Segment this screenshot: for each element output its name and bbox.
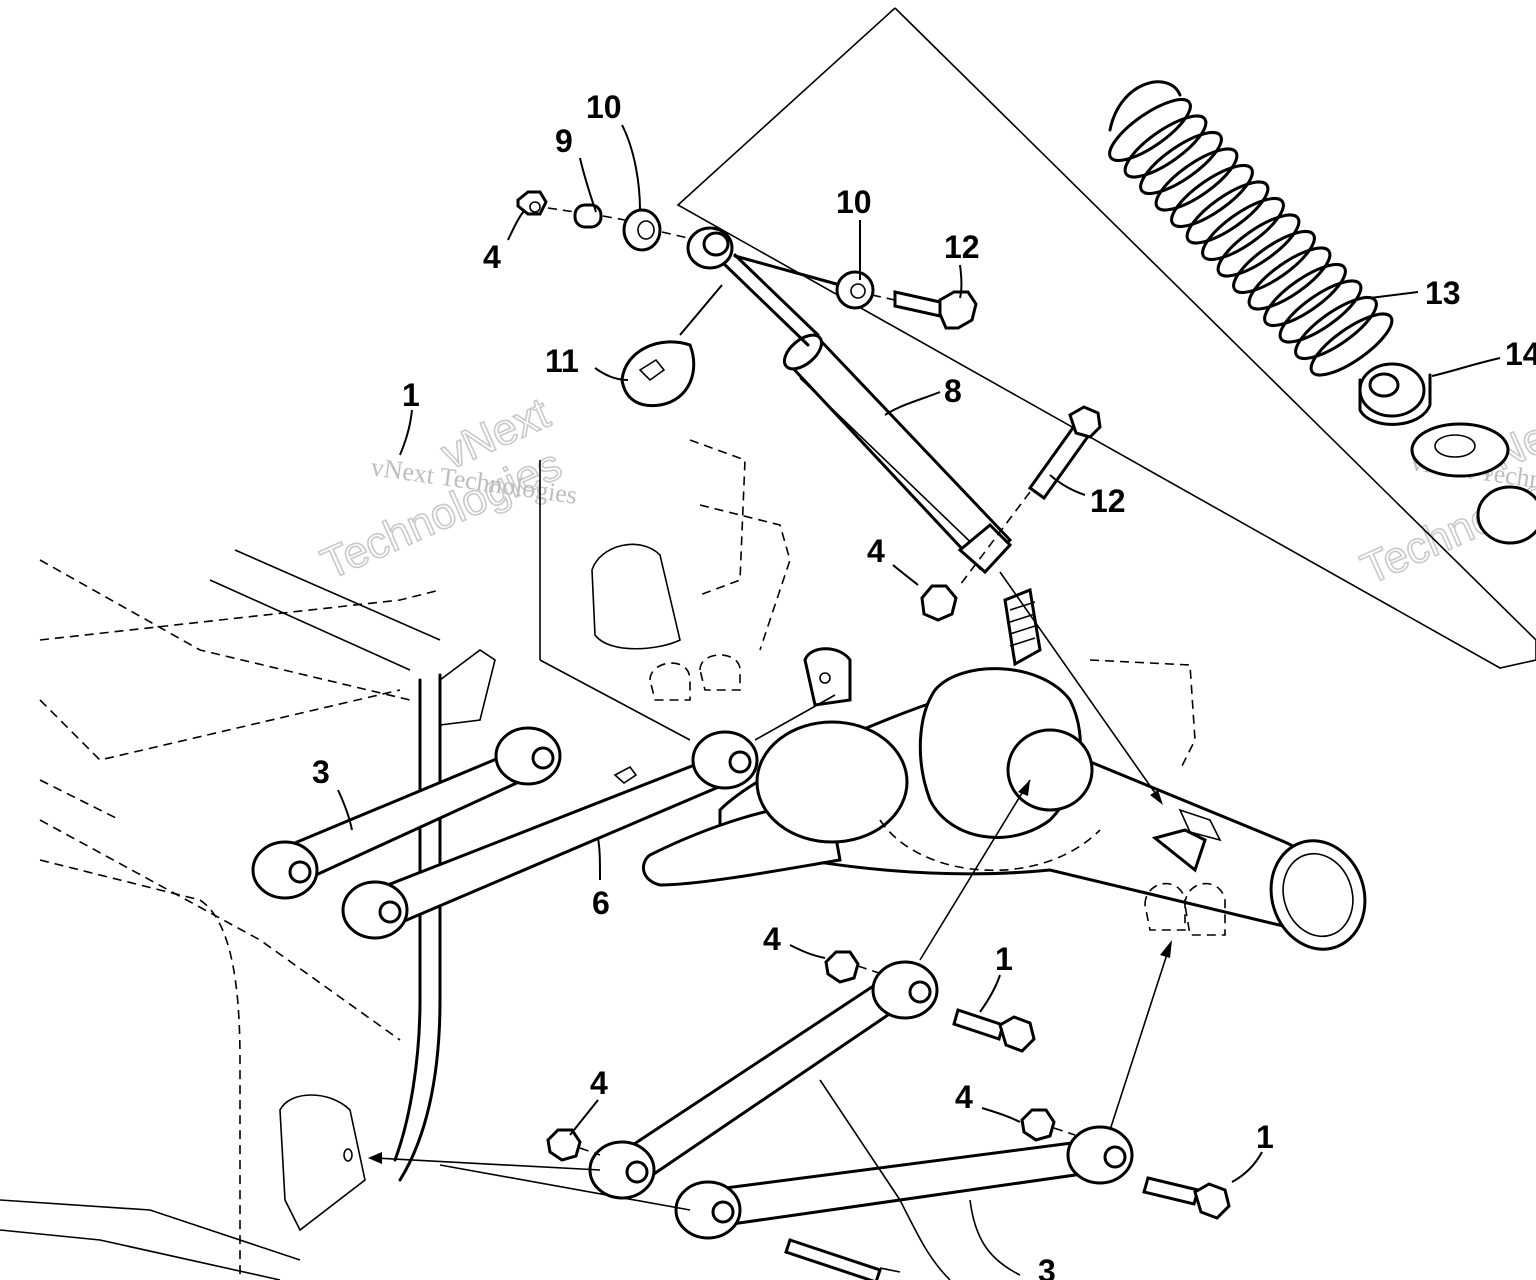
spring-coil [1108, 98, 1192, 162]
spring-coil [1170, 164, 1254, 228]
callout-10-bushing-left: 10 [586, 89, 622, 125]
callout-12-bolt-top: 12 [944, 229, 980, 265]
spring-coil [1294, 296, 1378, 360]
spring-coil [1309, 312, 1394, 377]
pivot-line-upper-2 [539, 659, 691, 741]
callout-4-nut-shock: 4 [867, 533, 885, 569]
callout-8-shock: 8 [944, 373, 962, 409]
callout-4-nut-mid: 4 [763, 921, 781, 957]
upper-link-6 [341, 730, 759, 940]
callout-9-sleeve: 9 [555, 123, 573, 159]
assembly-arrows [368, 571, 1172, 1280]
spring-coil [1139, 131, 1223, 195]
spring-coil [1185, 180, 1270, 245]
lower-link-front [588, 960, 939, 1200]
spring-coil [1232, 230, 1316, 294]
callout-4-nut-top: 4 [483, 239, 501, 275]
spring-coil [1263, 263, 1347, 327]
callout-3-lower-link: 3 [1038, 1253, 1056, 1280]
shock-mount-hardware [516, 190, 978, 408]
callout-12-bolt-lower: 12 [1090, 483, 1126, 519]
pivot-arrow-upper [754, 694, 836, 741]
spring-coil [1123, 114, 1208, 179]
spring-inset-frame [676, 7, 1536, 669]
callout-10-bushing-right: 10 [836, 184, 872, 220]
spring-coil [1216, 213, 1301, 278]
spring-coil [1278, 279, 1363, 344]
coil-spring [1108, 80, 1394, 377]
axle-upper-bracket [591, 439, 852, 707]
callout-14-seat: 14 [1505, 336, 1536, 372]
vehicle-frame [0, 549, 496, 1280]
callout-4-nut-lower-right: 4 [955, 1079, 973, 1115]
spring-coil [1247, 246, 1332, 311]
axle-right-bracket [1144, 808, 1226, 936]
spring-seat [1358, 362, 1536, 545]
callout-11-washer: 11 [545, 343, 579, 379]
callout-6-upper-link: 6 [592, 885, 610, 921]
leader-lines [337, 124, 1501, 1183]
callout-labels: 4 9 10 10 12 11 8 13 14 1 12 4 3 6 4 1 4… [312, 89, 1536, 1280]
callout-4-nut-lower-left: 4 [590, 1065, 608, 1101]
lower-link-rear [674, 1125, 1134, 1240]
callout-3-upper-link: 3 [312, 754, 330, 790]
callout-1-bolt-upper: 1 [402, 377, 420, 413]
axle-housing [641, 587, 1367, 951]
lower-hardware [546, 950, 1231, 1280]
spring-coil [1201, 197, 1285, 261]
upper-link-3 [251, 726, 562, 900]
callout-1-bolt-mid: 1 [995, 941, 1013, 977]
shock-absorber [686, 226, 1013, 575]
shock-lower-bolt [920, 405, 1102, 622]
spring-coil [1154, 147, 1239, 212]
callout-13-spring: 13 [1425, 275, 1461, 311]
callout-1-bolt-lower: 1 [1256, 1119, 1274, 1155]
